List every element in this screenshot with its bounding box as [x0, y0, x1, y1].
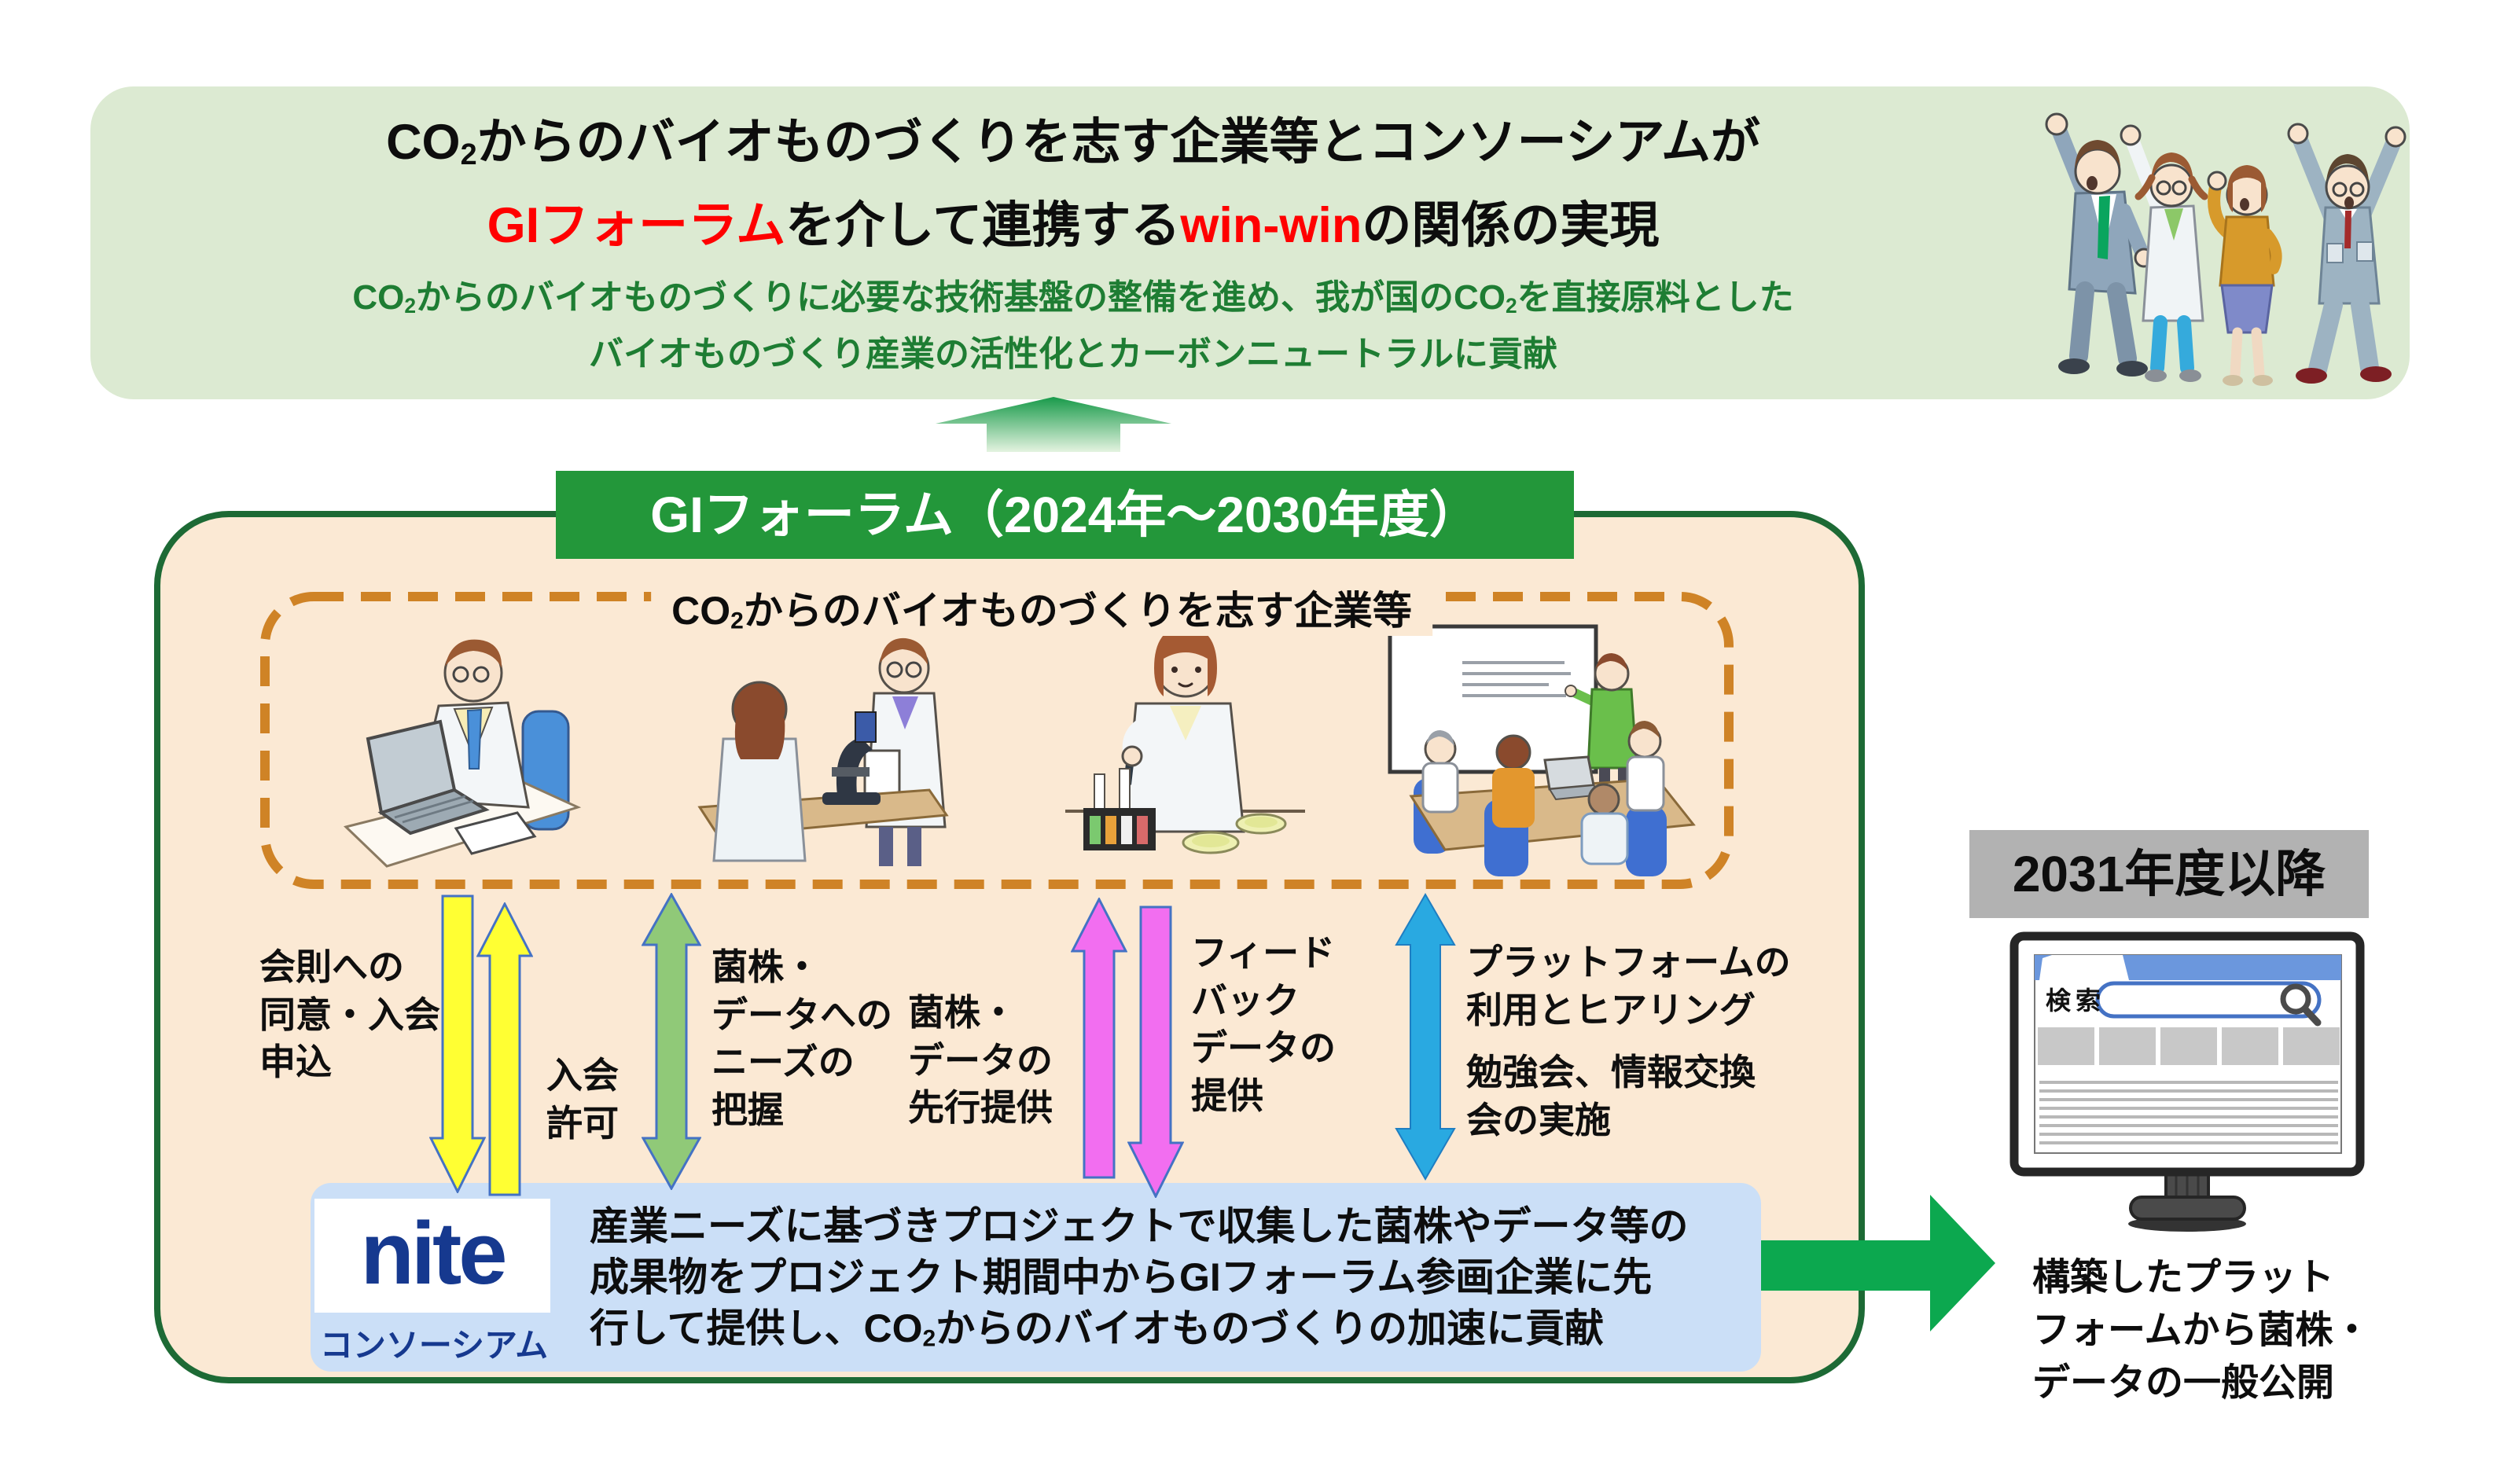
consortium-line1: 産業ニーズに基づきプロジェクトで収集した菌株やデータ等の [590, 1204, 1689, 1248]
nite-logo: nite [314, 1199, 550, 1313]
feedback-label: フィード バック データの 提供 [1191, 932, 1336, 1117]
feedback-arrow-down-icon [1127, 905, 1184, 1198]
up-block-arrow-icon [936, 397, 1171, 452]
laptop-worker-illustration [344, 639, 582, 868]
pipette-researcher-illustration [1065, 626, 1305, 854]
gi-forum-header: GIフォーラム（2024年～2030年度） [556, 471, 1574, 559]
meeting-illustration [1388, 624, 1696, 876]
publish-text: 構築したプラット フォームから菌株・ データの一般公開 [2032, 1257, 2371, 1404]
permit-label: 入会 許可 [546, 1055, 619, 1144]
nite-logo-text: nite [360, 1204, 507, 1302]
result-lines [2039, 1081, 2338, 1144]
consortium-line2: 成果物をプロジェクト期間中からGIフォーラム参画企業に先 [590, 1255, 1653, 1299]
advance-arrow-up-icon [1071, 898, 1127, 1179]
microscope-researchers-illustration [697, 637, 949, 866]
banner-subtitle-line1: CO2からのバイオものづくりに必要な技術基盤の整備を進め、我が国のCO2を直接原… [352, 277, 1794, 318]
consortium-panel [311, 1183, 1761, 1372]
needs-arrow-both-icon [642, 893, 701, 1190]
banner-title-line1: CO2からのバイオものづくりを志す企業等とコンソーシアムが [386, 115, 1760, 171]
consortium-description: 産業ニーズに基づきプロジェクトで収集した菌株やデータ等の 成果物をプロジェクト期… [590, 1201, 1753, 1364]
needs-label: 菌株・ データへの ニーズの 把握 [711, 946, 892, 1131]
cheering-people-illustration [2045, 112, 2407, 386]
banner-subtitle-line2: バイオものづくり産業の活性化とカーボンニュートラルに貢献 [589, 334, 1557, 373]
apply-arrow-down-icon [429, 894, 486, 1193]
search-icon [2280, 983, 2322, 1027]
permit-arrow-up-icon [476, 902, 533, 1196]
result-tabs [2038, 1027, 2340, 1065]
search-label-text: 検索 [2046, 986, 2105, 1015]
study-label: 勉強会、情報交換 会の実施 [1466, 1052, 1756, 1141]
platform-arrow-both-icon [1395, 893, 1456, 1181]
right-block-arrow-icon [1761, 1195, 1995, 1332]
platform-label: プラットフォームの 利用とヒアリング [1466, 942, 1791, 1030]
goal-banner: CO2からのバイオものづくりを志す企業等とコンソーシアムが GIフォーラムを介し… [90, 86, 2410, 399]
year-2031-label: 2031年度以降 [1969, 830, 2369, 918]
search-field [2095, 981, 2322, 1027]
consortium-line3: 行して提供し、CO2からのバイオものづくりの加速に貢献 [590, 1306, 1605, 1352]
companies-label: CO2からのバイオものづくりを志す企業等 [651, 579, 1432, 636]
goal-banner-text: CO2からのバイオものづくりを志す企業等とコンソーシアムが GIフォーラムを介し… [118, 107, 2028, 379]
advance-label: 菌株・ データの 先行提供 [908, 992, 1053, 1129]
search-platform-monitor-illustration: 検索 [2009, 931, 2365, 1232]
apply-label: 会則への 同意・入会 申込 [259, 946, 440, 1083]
banner-title-line2: GIフォーラムを介して連携するwin-winの関係の実現 [487, 197, 1660, 253]
consortium-name: コンソーシアム [319, 1327, 549, 1364]
